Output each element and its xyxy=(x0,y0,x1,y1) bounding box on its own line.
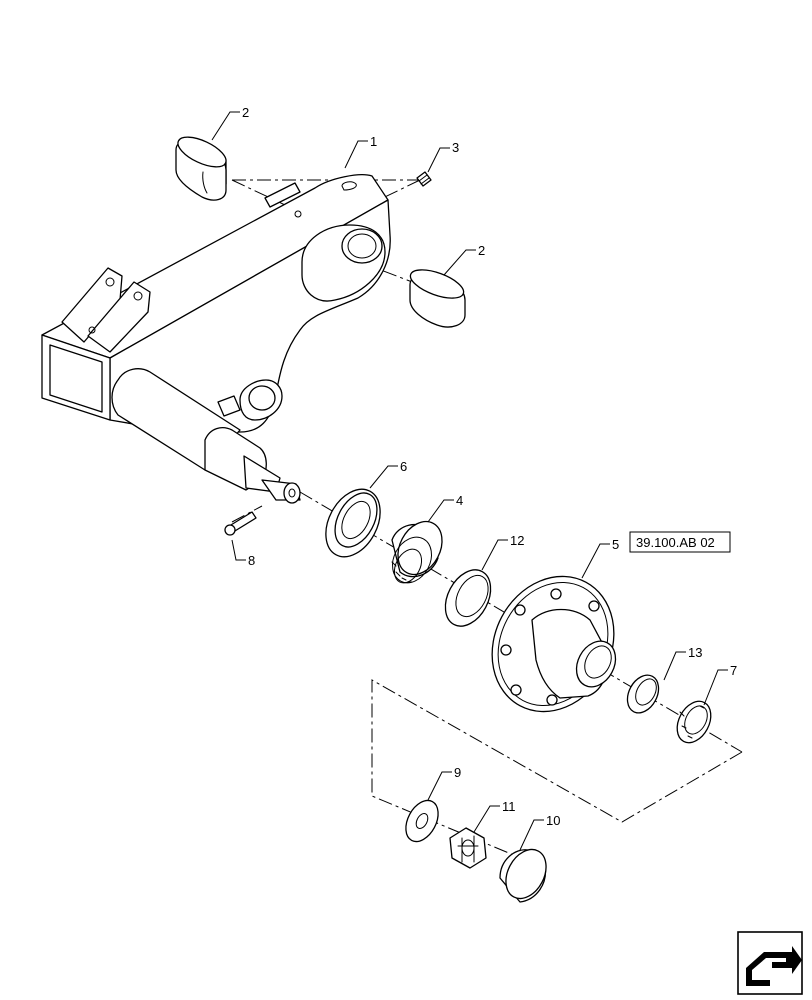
reference-label[interactable]: 39.100.AB 02 xyxy=(636,535,715,550)
callout-2-upper: 2 xyxy=(242,105,249,120)
next-page-arrow-icon[interactable] xyxy=(737,931,803,995)
reference-link[interactable]: 39.100.AB 02 xyxy=(629,531,731,553)
callout-11: 11 xyxy=(502,799,516,814)
callout-4: 4 xyxy=(456,493,463,508)
callout-leaders xyxy=(211,111,728,851)
part-10-dust-cap[interactable] xyxy=(498,843,554,906)
callout-1: 1 xyxy=(370,134,377,149)
part-12-bearing-cup[interactable] xyxy=(436,562,499,634)
callout-7: 7 xyxy=(730,663,737,678)
callout-2-lower: 2 xyxy=(478,243,485,258)
callout-6: 6 xyxy=(400,459,407,474)
callout-13: 13 xyxy=(688,645,702,660)
callout-5: 5 xyxy=(612,537,619,552)
part-9-washer[interactable] xyxy=(399,795,444,847)
part-5-hub[interactable] xyxy=(469,555,637,733)
part-4-tapered-bearing[interactable] xyxy=(385,514,451,590)
part-3-grease-fitting[interactable] xyxy=(416,171,432,187)
callouts: 2 1 3 2 6 4 12 5 13 7 8 9 11 10 xyxy=(242,105,737,828)
part-7-outer-bearing[interactable] xyxy=(670,696,717,749)
part-11-castle-nut[interactable] xyxy=(449,827,487,869)
part-6-seal-ring[interactable] xyxy=(315,480,391,566)
callout-9: 9 xyxy=(454,765,461,780)
callout-3: 3 xyxy=(452,140,459,155)
reference-box[interactable] xyxy=(629,531,731,553)
callout-10: 10 xyxy=(546,813,560,828)
part-2-bushing-lower[interactable] xyxy=(407,264,467,328)
callout-12: 12 xyxy=(510,533,524,548)
part-13-bearing-cup[interactable] xyxy=(621,670,665,718)
part-1-axle-arm[interactable] xyxy=(41,174,391,504)
part-8-cotter-pin[interactable] xyxy=(224,511,257,536)
part-2-bushing-upper[interactable] xyxy=(174,131,230,201)
callout-8: 8 xyxy=(248,553,255,568)
